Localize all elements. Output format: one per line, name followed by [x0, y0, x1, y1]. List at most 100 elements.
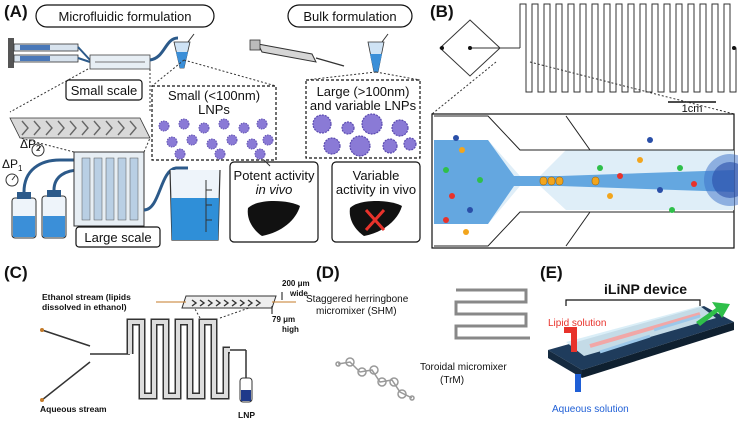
- tubing-large: [143, 166, 188, 212]
- small-lnp-particle: [186, 134, 198, 146]
- small-lnp-particle: [198, 122, 210, 134]
- small-chip-icon: [89, 54, 151, 70]
- small-lnp-particles: [158, 118, 274, 160]
- lipid-molecule: [453, 135, 459, 141]
- syringe-pump-icon: [8, 38, 91, 68]
- small-lnp-particle: [206, 138, 218, 150]
- large-lnp-line1: Large (>100nm): [317, 84, 410, 99]
- small-lnp-particle: [174, 148, 186, 160]
- lipid-molecule: [443, 167, 449, 173]
- panel-e-label: (E): [540, 263, 563, 282]
- height-line1: 79 μm: [272, 315, 295, 324]
- herringbone-chip-icon: [9, 117, 151, 139]
- ethanol-line1: Ethanol stream (lipids: [42, 292, 131, 302]
- small-lnp-particle: [158, 120, 170, 132]
- mrna-capsule: [539, 176, 548, 186]
- large-lnp-particle: [312, 114, 332, 134]
- lipid-molecule: [617, 173, 623, 179]
- mrna-capsule: [591, 176, 600, 186]
- herringbone-mixer-chip-icon: [40, 318, 247, 402]
- small-lnp-line1: Small (<100nm): [168, 88, 260, 103]
- small-lnp-particle: [218, 118, 230, 130]
- large-lnp-particle: [382, 138, 398, 154]
- beaker-icon: [169, 169, 221, 241]
- lnp-vial-icon: [239, 377, 253, 403]
- large-scale-label: Large scale: [84, 230, 151, 245]
- panel-a-label: (A): [4, 2, 28, 21]
- width-line1: 200 μm: [282, 279, 310, 288]
- zoom-lines-large-lnp: [305, 71, 421, 81]
- ilinp-device-icon: [548, 306, 734, 378]
- toroidal-mixer-icon: [335, 357, 415, 401]
- trm-line1: Toroidal micromixer: [420, 362, 507, 373]
- microfluidic-title-box: [35, 4, 215, 28]
- lipid-molecule: [449, 193, 455, 199]
- large-lnp-particles: [312, 113, 417, 157]
- large-lnp-particle: [323, 137, 341, 155]
- small-lnp-particle: [214, 148, 226, 160]
- potent-activity-line2: in vivo: [256, 182, 293, 197]
- bulk-title-box: [287, 4, 413, 28]
- shm-mixer-icon: [454, 288, 530, 340]
- lipid-molecule: [597, 165, 603, 171]
- small-scale-label: Small scale: [71, 83, 137, 98]
- trm-line2: (TrM): [440, 375, 464, 386]
- microfluidic-title: Microfluidic formulation: [59, 9, 192, 24]
- small-lnp-particle: [262, 134, 274, 146]
- lipid-molecule: [647, 137, 653, 143]
- small-lnp-line2: LNPs: [198, 102, 230, 117]
- aqueous-stream-label: Aqueous stream: [40, 404, 107, 414]
- cross-icon: [364, 208, 386, 232]
- pressure-gauge-2-icon: [31, 143, 45, 157]
- small-collection-tube-icon: [173, 33, 195, 69]
- small-lnp-particle: [256, 118, 268, 130]
- lipid-molecule: [467, 207, 473, 213]
- mixing-channel-icon: [434, 115, 734, 247]
- lipid-molecule: [677, 165, 683, 171]
- zoom-lines-large: [19, 137, 151, 153]
- large-lnp-particle: [341, 121, 355, 135]
- width-line2: wide: [289, 289, 308, 298]
- tubing-bottles: [22, 158, 81, 193]
- lipid-molecule: [463, 229, 469, 235]
- dimension-arrows: [271, 292, 283, 314]
- large-scale-box: [75, 226, 161, 248]
- delta-p2-label: ΔP2: [20, 137, 41, 153]
- outlet-arrow: [696, 302, 730, 326]
- lipid-molecule: [459, 147, 465, 153]
- small-lnp-particle: [226, 134, 238, 146]
- mrna-capsule: [547, 176, 556, 186]
- potent-activity-line1: Potent activity: [234, 168, 315, 183]
- large-chip-icon: [73, 151, 145, 227]
- large-lnp-line2: and variable LNPs: [310, 98, 417, 113]
- lipid-molecule: [637, 157, 643, 163]
- delta-p1-label: ΔP1: [2, 157, 23, 173]
- zoomed-channel-icon: [156, 295, 296, 309]
- zoom-lines-b: [431, 61, 735, 115]
- shm-line2: micromixer (SHM): [316, 306, 397, 317]
- serpentine-chip-icon: [439, 3, 737, 93]
- tubing-small: [149, 36, 179, 62]
- variable-activity-line2: activity in vivo: [336, 182, 416, 197]
- large-lnp-particle: [361, 113, 383, 135]
- small-lnp-particle: [238, 122, 250, 134]
- panel-d-label: (D): [316, 263, 340, 282]
- lipid-molecule: [607, 193, 613, 199]
- scale-bar-label: 1cm: [682, 103, 703, 115]
- mrna-capsule: [555, 176, 564, 186]
- liver-icon: [247, 201, 300, 236]
- lipid-inlet-arrow: [564, 327, 577, 352]
- pressure-gauge-1-icon: [5, 173, 19, 187]
- lnp-cluster-icon: [704, 154, 738, 206]
- panel-b-label: (B): [430, 2, 454, 21]
- lipid-molecule: [691, 181, 697, 187]
- large-lnp-particle: [403, 137, 417, 151]
- arrow-to-potent: [263, 159, 271, 167]
- small-scale-box: [65, 79, 143, 101]
- ethanol-line2: dissolved in ethanol): [42, 302, 127, 312]
- lipid-molecule: [477, 177, 483, 183]
- pipette-icon: [249, 39, 345, 67]
- large-lnp-particle: [349, 135, 371, 157]
- large-lnp-particle: [391, 119, 409, 137]
